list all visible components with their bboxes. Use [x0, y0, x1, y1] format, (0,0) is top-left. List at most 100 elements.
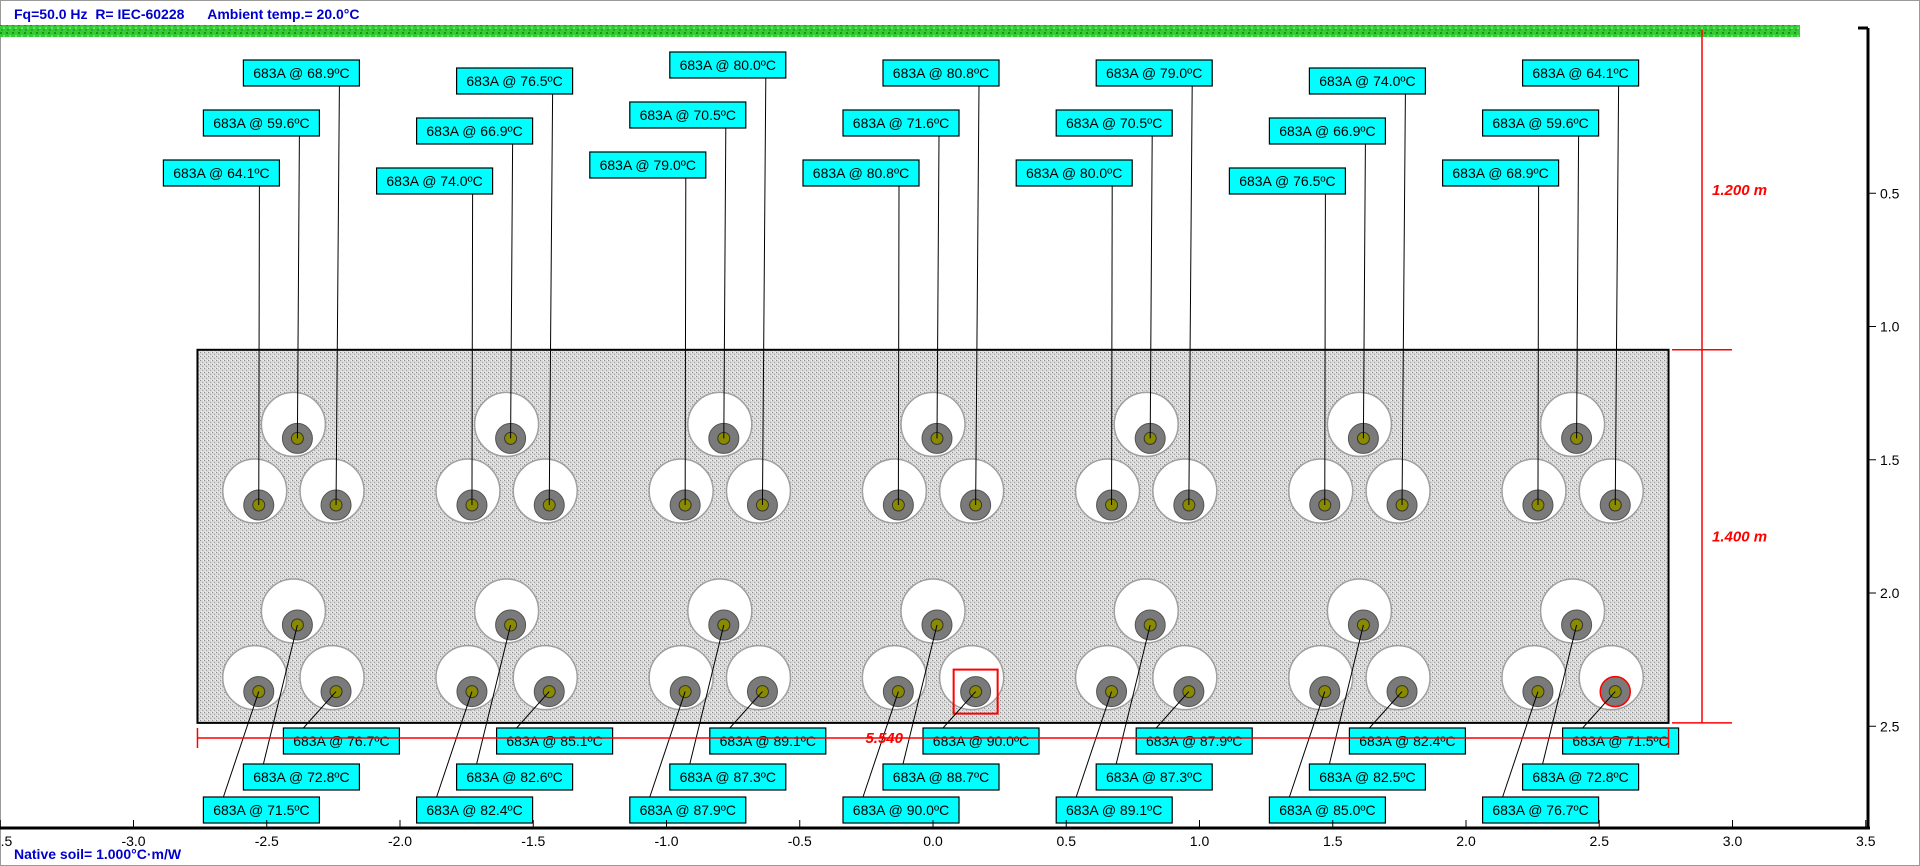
frequency-text: Fq=50.0 Hz	[14, 6, 88, 22]
temp-label-upper-5-left-text: 683A @ 80.0ºC	[1026, 165, 1122, 181]
temp-label-lower-2-right: 683A @ 85.1ºC	[496, 727, 614, 755]
depth-dimension-label: 1.200 m	[1712, 182, 1767, 199]
temp-label-upper-2-top-box	[416, 117, 534, 145]
temp-label-lower-1-right-text: 683A @ 76.7ºC	[293, 733, 389, 749]
temp-label-lower-7-top-text: 683A @ 72.8ºC	[1532, 769, 1628, 785]
temp-label-upper-1-right-leader	[335, 85, 340, 506]
temp-label-lower-6-right-text: 683A @ 82.4ºC	[1359, 733, 1455, 749]
temp-label-lower-1-right-leader	[303, 691, 337, 729]
temp-label-upper-6-top-text: 683A @ 66.9ºC	[1279, 123, 1375, 139]
temp-label-upper-6-left-box	[1228, 167, 1347, 195]
temp-label-lower-5-top-leader	[1115, 624, 1151, 765]
temp-label-upper-4-top-text: 683A @ 71.6ºC	[853, 115, 949, 131]
temp-label-upper-2-top: 683A @ 66.9ºC	[416, 117, 534, 145]
temp-label-lower-1-left-leader	[222, 691, 260, 798]
x-tick-label: -1.5	[521, 833, 545, 849]
temp-label-lower-1-top-leader	[262, 624, 298, 765]
temp-label-upper-1-top-box	[202, 109, 320, 137]
temp-label-lower-4-top-text: 683A @ 88.7ºC	[893, 769, 989, 785]
temp-label-upper-5-left-box	[1015, 159, 1133, 187]
x-tick-label: -3.5	[0, 833, 13, 849]
temp-label-lower-4-right: 683A @ 90.0ºC	[922, 727, 1040, 755]
x-tick-label: 2.0	[1456, 833, 1476, 849]
x-tick-label: 3.0	[1723, 833, 1743, 849]
temp-label-lower-6-left-text: 683A @ 85.0ºC	[1279, 802, 1375, 818]
temp-label-lower-5-left-text: 683A @ 89.1ºC	[1066, 802, 1162, 818]
x-tick-label: -3.0	[121, 833, 145, 849]
temp-label-upper-5-top-leader	[1149, 135, 1153, 439]
temp-label-upper-2-left-text: 683A @ 74.0ºC	[386, 173, 482, 189]
temp-label-lower-2-left-box	[416, 796, 534, 824]
temp-label-upper-5-left: 683A @ 80.0ºC	[1015, 159, 1133, 187]
temp-label-lower-3-top-box	[669, 763, 787, 791]
temp-label-lower-1-top: 683A @ 72.8ºC	[242, 763, 360, 791]
temp-label-lower-1-top-text: 683A @ 72.8ºC	[253, 769, 349, 785]
temp-label-lower-2-top-box	[456, 763, 574, 791]
y-tick-label: 2.0	[1880, 585, 1900, 601]
temp-label-upper-6-left-leader	[1324, 193, 1326, 506]
temp-label-upper-4-top-leader	[936, 135, 940, 439]
x-tick-label: 1.5	[1323, 833, 1343, 849]
temp-label-upper-3-right: 683A @ 80.0ºC	[669, 51, 787, 79]
temp-label-lower-3-right: 683A @ 89.1ºC	[709, 727, 827, 755]
temp-label-upper-3-right-leader	[761, 77, 767, 506]
x-tick-label: 2.5	[1590, 833, 1610, 849]
temp-label-upper-6-top: 683A @ 66.9ºC	[1268, 117, 1387, 145]
temp-label-upper-7-right: 683A @ 64.1ºC	[1521, 59, 1640, 87]
temp-label-upper-6-right: 683A @ 74.0ºC	[1308, 67, 1427, 95]
temp-label-upper-6-right-text: 683A @ 74.0ºC	[1319, 73, 1415, 89]
temp-label-upper-2-right: 683A @ 76.5ºC	[456, 67, 574, 95]
temp-label-lower-6-top-text: 683A @ 82.5ºC	[1319, 769, 1415, 785]
temp-label-lower-1-right-box	[282, 727, 400, 755]
temp-label-lower-4-left: 683A @ 90.0ºC	[842, 796, 960, 824]
temp-label-lower-7-left-box	[1481, 796, 1600, 824]
temp-label-lower-5-left-leader	[1075, 691, 1113, 798]
temp-label-lower-5-right: 683A @ 87.9ºC	[1135, 727, 1253, 755]
temp-label-upper-4-right-box	[882, 59, 1000, 87]
temp-label-lower-4-right-box	[922, 727, 1040, 755]
temp-label-upper-4-left-box	[802, 159, 920, 187]
temp-label-upper-1-top-leader	[296, 135, 300, 439]
temp-label-lower-4-top-box	[882, 763, 1000, 791]
resistance-standard-text: R= IEC-60228	[95, 6, 185, 22]
temp-label-upper-6-top-box	[1268, 117, 1387, 145]
temp-label-lower-3-left-box	[629, 796, 747, 824]
temp-label-lower-6-top-box	[1308, 763, 1427, 791]
temp-label-lower-3-right-leader	[729, 691, 763, 729]
temp-label-lower-3-left: 683A @ 87.9ºC	[629, 796, 747, 824]
temp-label-upper-2-top-text: 683A @ 66.9ºC	[426, 123, 522, 139]
temp-label-lower-4-left-text: 683A @ 90.0ºC	[853, 802, 949, 818]
temp-label-lower-3-left-leader	[649, 691, 686, 798]
highlighted-cable-marker	[1599, 675, 1631, 708]
temp-label-lower-6-left: 683A @ 85.0ºC	[1268, 796, 1387, 824]
temp-label-upper-1-top-text: 683A @ 59.6ºC	[213, 115, 309, 131]
temp-label-upper-2-left: 683A @ 74.0ºC	[376, 167, 494, 195]
x-tick-label: -2.0	[388, 833, 412, 849]
y-tick-label: 2.5	[1880, 718, 1900, 734]
temp-label-lower-3-left-text: 683A @ 87.9ºC	[640, 802, 736, 818]
temp-label-lower-7-right-box	[1561, 727, 1680, 755]
temp-label-lower-6-right-box	[1348, 727, 1467, 755]
temp-label-lower-1-left: 683A @ 71.5ºC	[202, 796, 320, 824]
temp-label-upper-7-top-text: 683A @ 59.6ºC	[1492, 115, 1588, 131]
temp-label-upper-7-top-leader	[1576, 135, 1580, 439]
y-tick-label: 1.5	[1880, 452, 1900, 468]
temp-label-lower-7-right-text: 683A @ 71.5ºC	[1572, 733, 1668, 749]
temp-label-lower-6-right: 683A @ 82.4ºC	[1348, 727, 1467, 755]
temp-label-upper-3-top-leader	[723, 127, 727, 439]
temp-label-lower-5-top-box	[1095, 763, 1213, 791]
temp-label-lower-5-left: 683A @ 89.1ºC	[1055, 796, 1173, 824]
temp-label-upper-4-top: 683A @ 71.6ºC	[842, 109, 960, 137]
temp-label-upper-3-top: 683A @ 70.5ºC	[629, 101, 747, 129]
temp-label-upper-3-left-box	[589, 151, 707, 179]
temp-label-lower-7-top-box	[1521, 763, 1640, 791]
temp-label-upper-2-left-leader	[471, 193, 474, 506]
temp-label-lower-2-right-box	[496, 727, 614, 755]
temp-label-upper-6-top-leader	[1362, 143, 1366, 439]
temp-label-lower-1-left-text: 683A @ 71.5ºC	[213, 802, 309, 818]
temp-label-upper-4-left: 683A @ 80.8ºC	[802, 159, 920, 187]
footer-info: Native soil= 1.000°C·m/W	[14, 846, 181, 862]
temp-label-lower-5-left-box	[1055, 796, 1173, 824]
